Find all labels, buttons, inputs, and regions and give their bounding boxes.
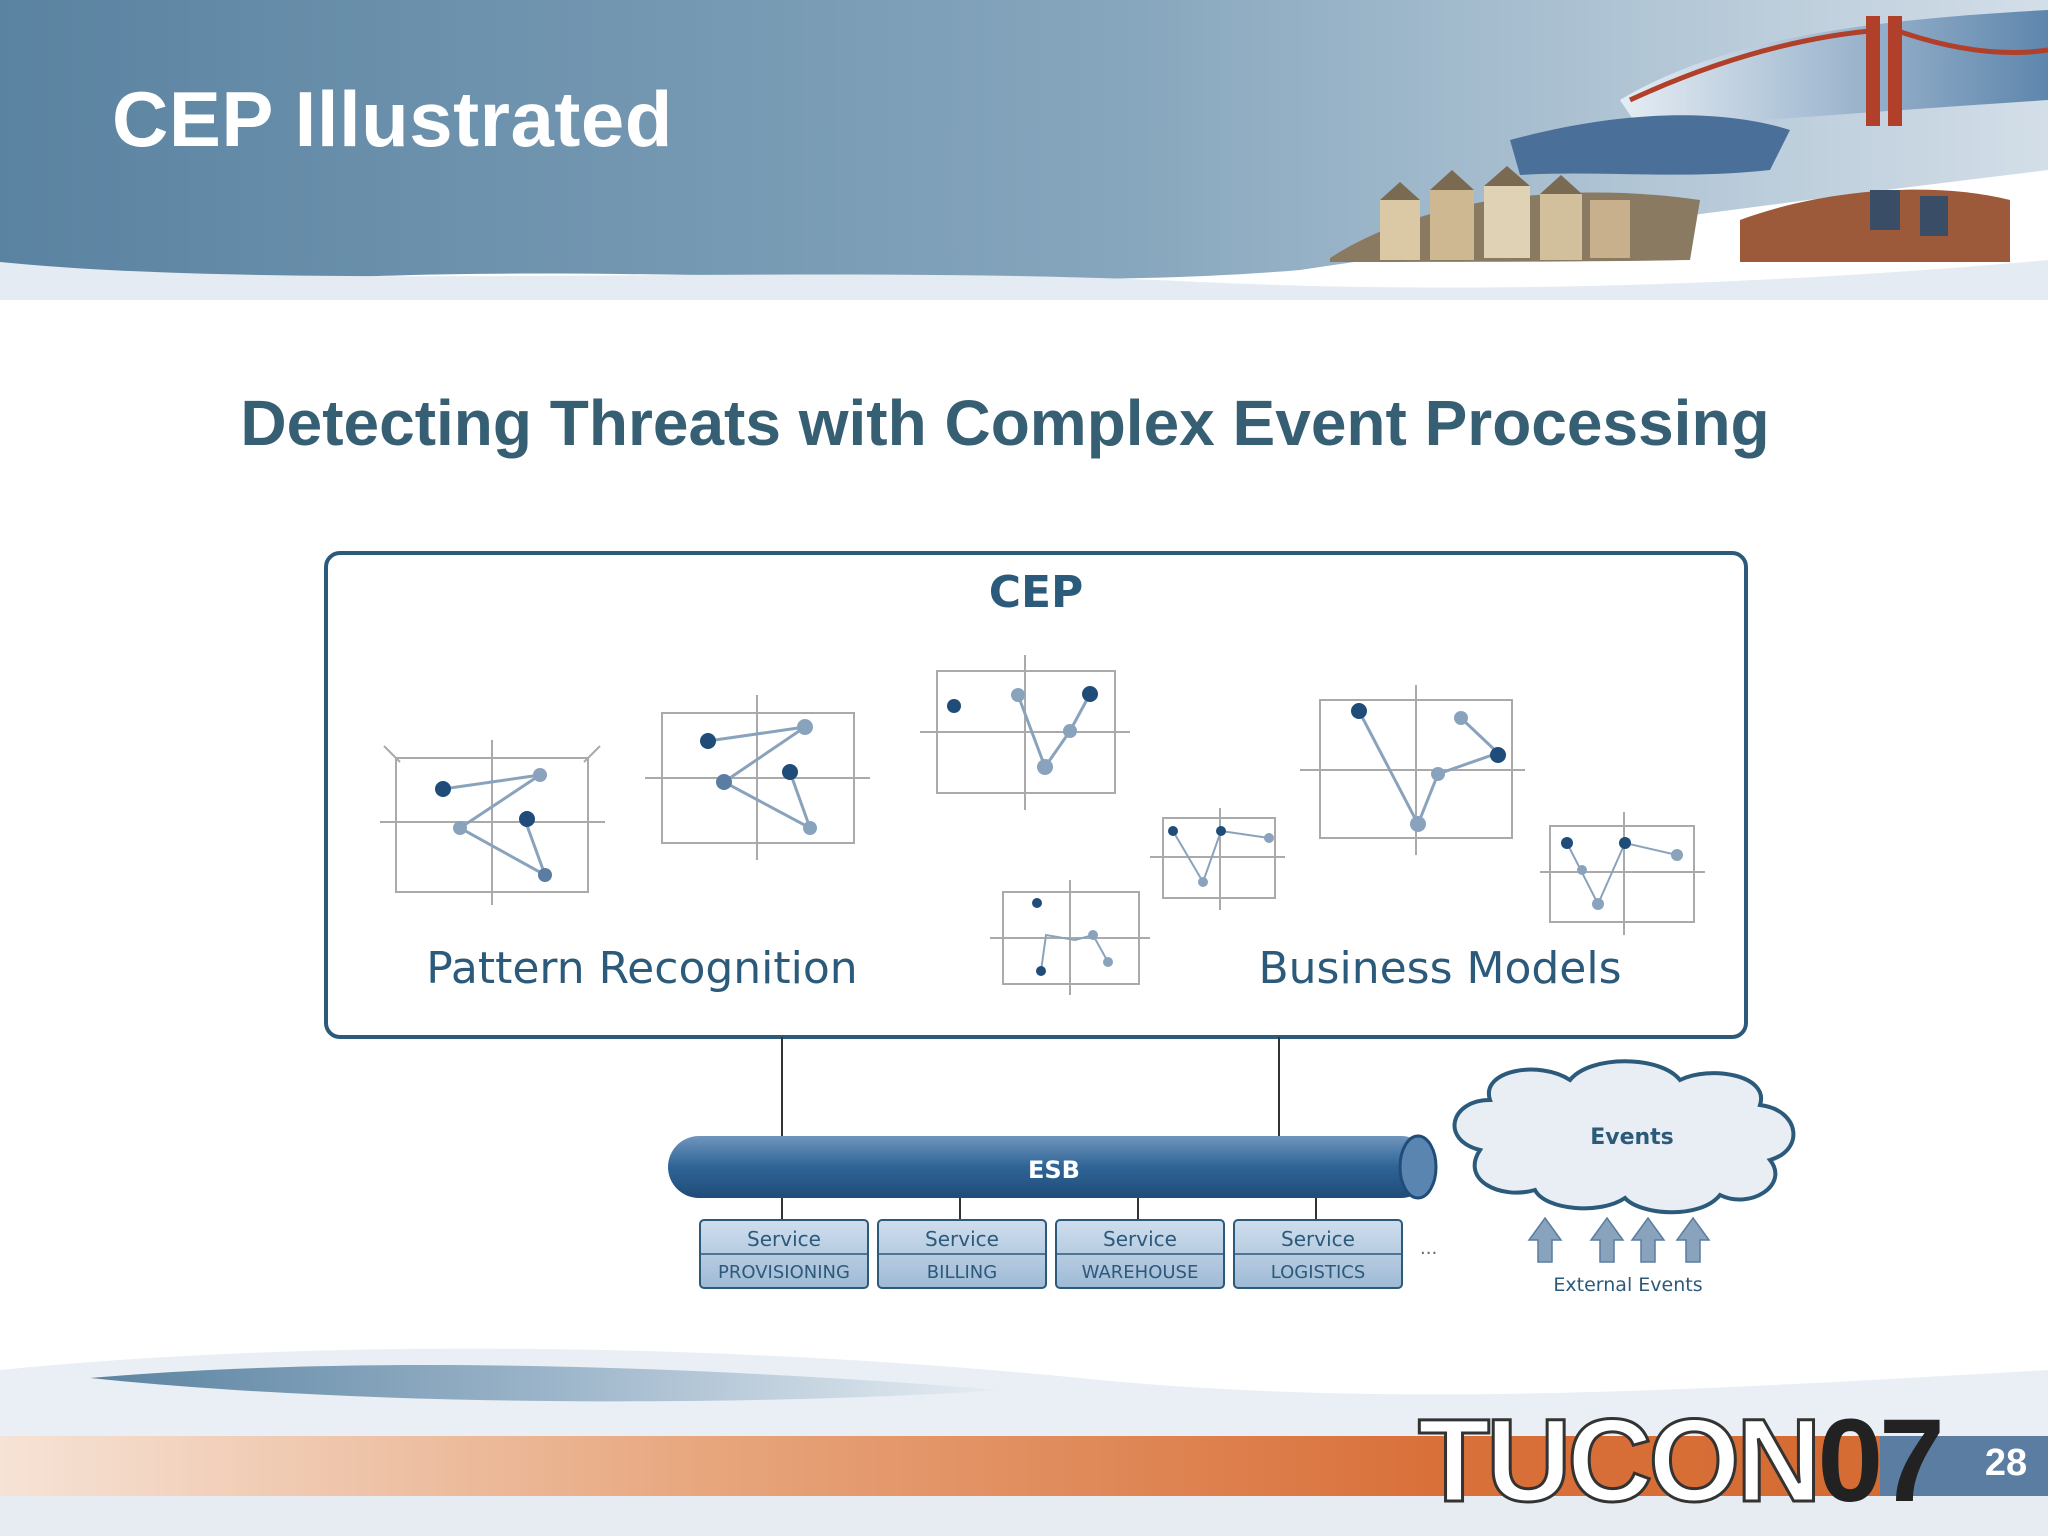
business-chart-1 [1150,808,1285,910]
page-number: 28 [1984,1442,2028,1484]
slide-title: CEP Illustrated [112,75,673,163]
footer-banner [0,1348,2048,1536]
events-cloud-label: Events [1590,1125,1674,1150]
external-event-arrows [1527,1216,1711,1263]
pattern-chart-1 [380,740,605,905]
svg-text:BILLING: BILLING [927,1262,997,1283]
svg-text:Service: Service [747,1227,821,1251]
san-francisco-photo-strip [1330,10,2048,262]
service-billing: Service BILLING [877,1219,1047,1289]
pattern-chart-2 [645,695,870,860]
business-models-label: Business Models [1258,943,1621,994]
up-arrow-icon [1589,1216,1625,1263]
svg-text:Service: Service [1281,1227,1355,1251]
cep-container [324,551,1748,1039]
events-cloud: Events [1452,1059,1796,1215]
svg-text:WAREHOUSE: WAREHOUSE [1082,1262,1199,1283]
header-banner [0,0,2048,300]
service-logistics: Service LOGISTICS [1233,1219,1403,1289]
pattern-recognition-label: Pattern Recognition [426,943,857,994]
svg-text:Service: Service [1103,1227,1177,1251]
up-arrow-icon [1630,1216,1666,1263]
service-warehouse: Service WAREHOUSE [1055,1219,1225,1289]
svg-text:Service: Service [925,1227,999,1251]
up-arrow-icon [1675,1216,1711,1263]
slide-subtitle: Detecting Threats with Complex Event Pro… [240,387,1770,459]
cep-diagram: CEP Pattern Recognition Business Models [324,551,1796,1296]
pattern-chart-4 [990,880,1150,995]
business-chart-3 [1540,812,1705,935]
svg-text:LOGISTICS: LOGISTICS [1271,1262,1366,1283]
logo-year: 07 [1817,1395,1945,1527]
logo-word: TUCON [1417,1395,1824,1527]
more-services-ellipsis: ... [1420,1238,1437,1259]
tucon-logo: TUCON07 [1417,1401,1945,1522]
business-chart-2 [1300,685,1525,855]
external-events-label: External Events [1553,1274,1702,1296]
svg-text:PROVISIONING: PROVISIONING [718,1262,850,1283]
service-provisioning: Service PROVISIONING [699,1219,869,1289]
esb-label: ESB [1028,1156,1080,1184]
cep-title: CEP [989,567,1084,618]
up-arrow-icon [1527,1216,1563,1263]
pattern-chart-3 [920,655,1130,810]
esb-bus: ESB [668,1134,1438,1200]
